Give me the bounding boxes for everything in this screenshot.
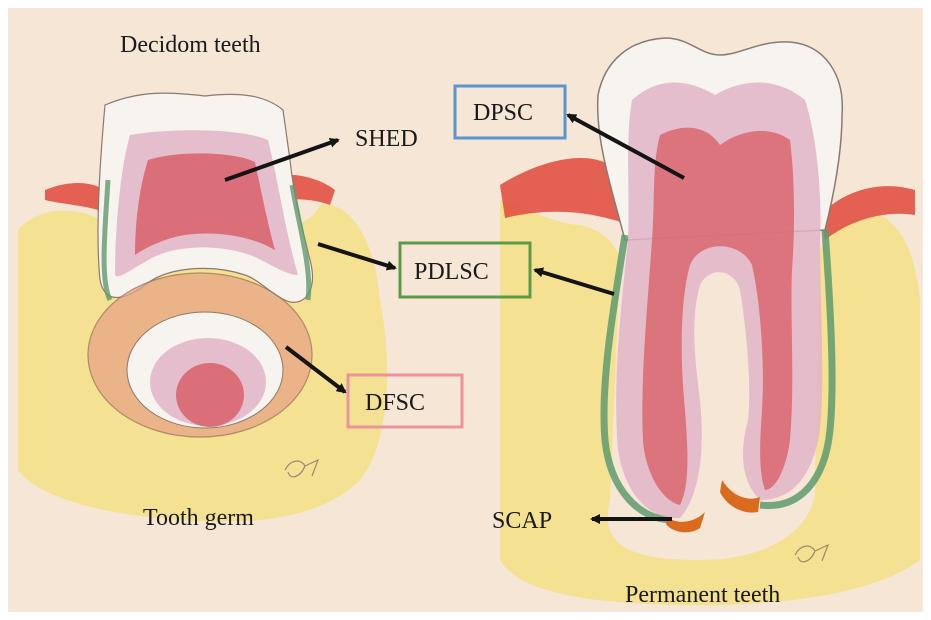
dpsc-label: DPSC: [473, 100, 533, 126]
dfsc-label: DFSC: [365, 390, 425, 416]
germ-pulp: [176, 363, 244, 427]
pdlsc-label: PDLSC: [414, 259, 489, 285]
tooth-germ-label: Tooth germ: [143, 505, 254, 531]
permanent-teeth-title: Permanent teeth: [625, 582, 780, 608]
deciduous-teeth-title: Decidom teeth: [120, 32, 261, 58]
scap-label: SCAP: [492, 508, 552, 534]
tooth-germ: [88, 273, 312, 437]
shed-label: SHED: [355, 126, 418, 152]
